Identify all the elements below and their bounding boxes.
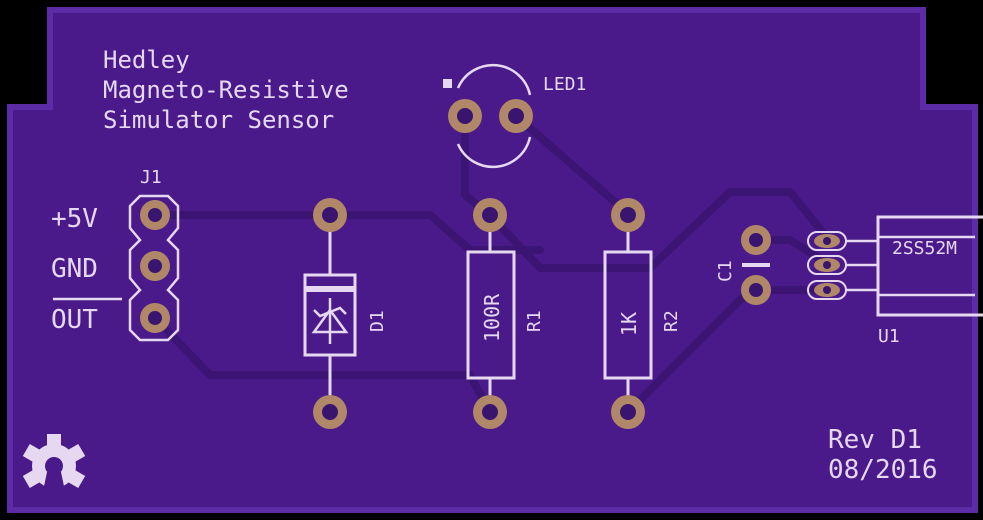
- r1-hole-2: [482, 404, 498, 420]
- c1-hole-2: [749, 283, 763, 297]
- d1-ref-label: D1: [367, 310, 388, 332]
- j1-pin-gnd-label: GND: [51, 254, 98, 284]
- j1-hole-2: [148, 259, 162, 273]
- d1-body: [303, 273, 357, 357]
- r2-hole-2: [620, 404, 636, 420]
- led1-hole-1: [457, 108, 473, 124]
- j1-connector: J1 +5V GND OUT: [51, 167, 180, 342]
- r2-ref-label: R2: [661, 310, 682, 332]
- j1-hole-1: [148, 208, 162, 222]
- d1-cathode-band: [305, 286, 355, 292]
- u1-value-label: 2SS52M: [892, 238, 957, 259]
- r1-body: [466, 250, 516, 380]
- j1-pin-out-label: OUT: [51, 305, 98, 335]
- r1-ref-label: R1: [524, 310, 545, 332]
- title-line-3: Simulator Sensor: [103, 106, 334, 134]
- j1-pin-plus5v-label: +5V: [51, 204, 98, 234]
- revision-block: Rev D1 08/2016: [828, 425, 938, 485]
- r1-resistor: 100R R1: [466, 198, 545, 429]
- r1-value-label: 100R: [480, 293, 504, 342]
- led1-outline-top: [456, 63, 532, 96]
- c1-hole-1: [749, 233, 763, 247]
- u1-pad-3: [807, 280, 847, 300]
- r2-hole-1: [620, 207, 636, 223]
- revision-label: Rev D1: [828, 425, 922, 455]
- r2-body: [603, 250, 653, 380]
- d1-hole-2: [322, 404, 338, 420]
- traces: [151, 112, 834, 416]
- r2-value-label: 1K: [617, 312, 641, 336]
- board-title: Hedley Magneto-Resistive Simulator Senso…: [103, 46, 349, 134]
- j1-ref-label: J1: [140, 167, 162, 188]
- d1-zener-symbol: [311, 298, 349, 344]
- led1-pin1-marker: [443, 79, 452, 88]
- led1-outline-bottom: [456, 136, 532, 169]
- date-label: 08/2016: [828, 455, 938, 485]
- c1-ref-label: C1: [715, 260, 736, 282]
- u1-ref-label: U1: [878, 326, 900, 347]
- led1: LED1: [443, 63, 586, 169]
- u1-pad-1: [807, 231, 847, 251]
- title-line-2: Magneto-Resistive: [103, 76, 349, 104]
- d1-zener-diode: D1: [303, 198, 388, 429]
- board-outline: [7, 7, 978, 513]
- oshw-gear-icon: [22, 434, 86, 496]
- r2-resistor: 1K R2: [603, 198, 682, 429]
- title-line-1: Hedley: [103, 46, 190, 74]
- d1-hole-1: [322, 207, 338, 223]
- led1-hole-2: [508, 108, 524, 124]
- u1-sensor: 2SS52M U1: [807, 215, 983, 347]
- c1-capacitor: C1: [715, 225, 771, 305]
- r1-hole-1: [482, 207, 498, 223]
- j1-hole-3: [148, 311, 162, 325]
- u1-pad-2: [807, 255, 847, 275]
- led1-ref-label: LED1: [543, 74, 586, 95]
